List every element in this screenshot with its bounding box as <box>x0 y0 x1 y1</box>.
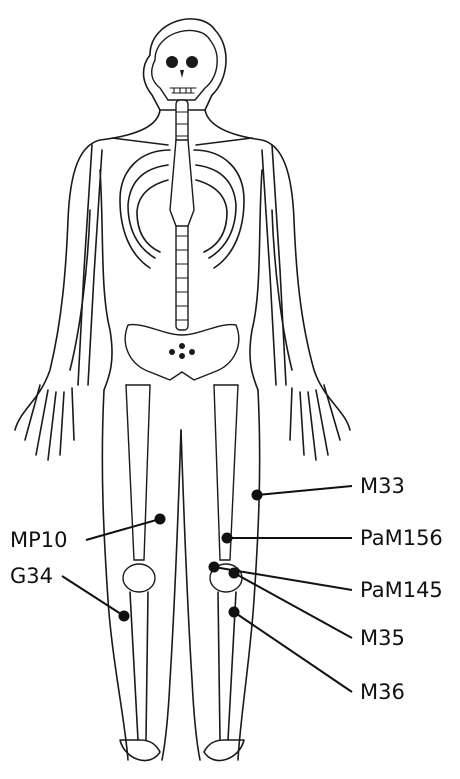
pelvis <box>125 325 239 380</box>
label-PaM145: PaM145 <box>360 580 443 601</box>
leader-M33 <box>257 486 352 495</box>
acupoint-leaders <box>62 486 352 692</box>
acupoint-M35 <box>229 568 240 579</box>
label-M35: M35 <box>360 628 405 649</box>
spine-and-ribs <box>112 100 252 330</box>
skull <box>152 30 217 100</box>
acupoint-MP10 <box>155 514 166 525</box>
leader-G34 <box>62 576 124 616</box>
label-G34: G34 <box>10 566 53 587</box>
leader-M36 <box>234 612 352 692</box>
acupoint-G34 <box>119 611 130 622</box>
label-MP10: MP10 <box>10 530 68 551</box>
acupoint-M33 <box>252 490 263 501</box>
label-M33: M33 <box>360 476 405 497</box>
leader-MP10 <box>86 519 160 540</box>
acupoint-M36 <box>229 607 240 618</box>
label-M36: M36 <box>360 682 405 703</box>
acupoint-PaM145 <box>209 562 220 573</box>
acupoint-PaM156 <box>222 533 233 544</box>
label-PaM156: PaM156 <box>360 528 443 549</box>
